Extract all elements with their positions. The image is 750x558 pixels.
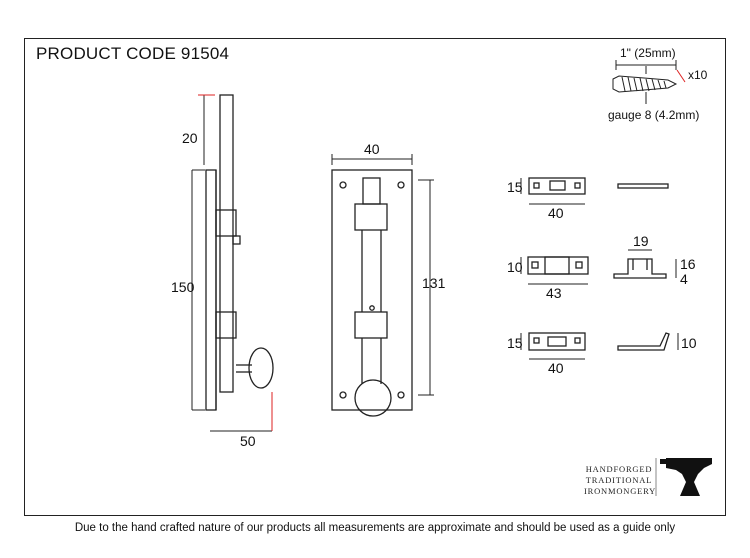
front-width-label: 40 (364, 141, 380, 157)
keeper-3-width-label: 40 (548, 360, 564, 376)
side-view (205, 94, 274, 411)
footer-disclaimer: Due to the hand crafted nature of our pr… (74, 522, 676, 534)
keeper-2-height-label: 10 (507, 259, 523, 275)
front-view (331, 169, 413, 417)
logo-line-1: HANDFORGED (585, 464, 653, 474)
screw-icon (612, 60, 686, 104)
logo-line-2: TRADITIONAL (585, 475, 653, 485)
logo-line-3: IRONMONGERY (584, 486, 657, 496)
keeper-2-profile-depth-label: 4 (680, 271, 688, 287)
anvil-logo-icon (660, 458, 712, 496)
drawing-frame (24, 38, 726, 516)
keeper-3-height-label: 15 (507, 335, 523, 351)
screw-gauge-label: gauge 8 (4.2mm) (608, 108, 700, 122)
side-height-label: 150 (171, 279, 195, 295)
side-depth-label: 50 (240, 433, 256, 449)
product-code: PRODUCT CODE 91504 (36, 44, 230, 63)
keeper-2 (520, 249, 677, 285)
keeper-2-width-label: 43 (546, 285, 562, 301)
keeper-2-profile-height-label: 16 (680, 256, 696, 272)
screw-length-label: 1" (25mm) (620, 46, 676, 60)
keeper-1 (520, 177, 669, 205)
front-hole-spacing-label: 131 (422, 275, 446, 291)
screw-quantity-label: x10 (688, 68, 708, 82)
keeper-2-profile-width-label: 19 (633, 233, 649, 249)
logo-text: HANDFORGED TRADITIONAL IRONMONGERY (584, 464, 657, 497)
keeper-1-height-label: 15 (507, 179, 523, 195)
keeper-3 (520, 332, 679, 360)
keeper-3-profile-height-label: 10 (681, 335, 697, 351)
keeper-1-width-label: 40 (548, 205, 564, 221)
side-top-offset-label: 20 (182, 130, 198, 146)
